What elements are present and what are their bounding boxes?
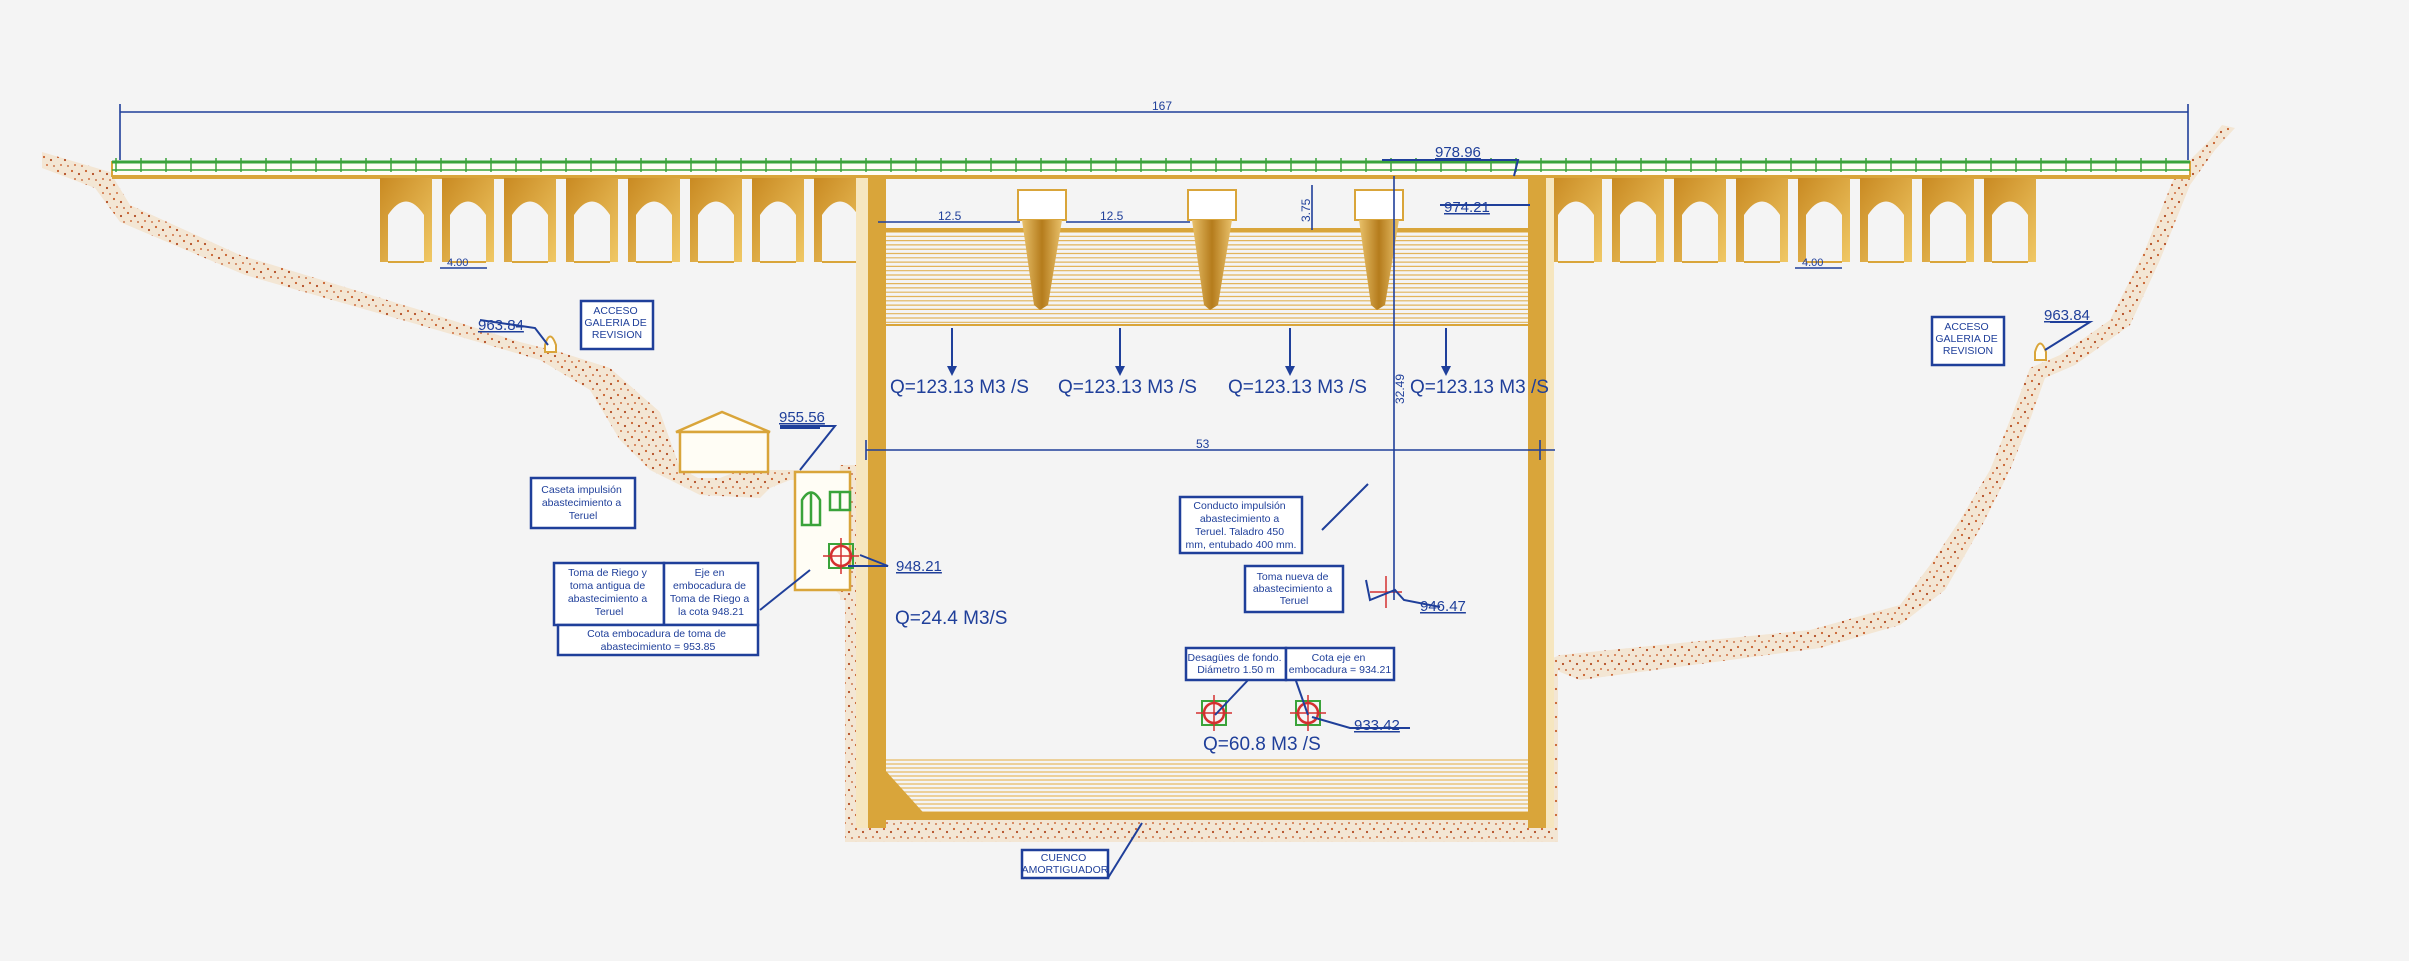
elev-spillway: 974.21 [1444,199,1490,216]
arch [1550,178,1602,263]
arch [1612,178,1664,263]
leader-lines [479,159,2094,879]
dim-dam-height: 32.49 [1393,374,1407,404]
flow-bottom: Q=60.8 M3 /S [1203,734,1321,755]
stilling-basin-box [1020,848,1110,880]
flow-arrow-head [1285,366,1295,376]
dim-total-length: 167 [1152,99,1172,113]
intake-windows [800,490,852,527]
bottom-outlets-label: Desagües de fondo. Diámetro 1.50 m [1188,652,1285,676]
arch [1674,178,1726,263]
intake-axis-box [662,561,760,627]
bottom-outlet-marker-1 [1196,695,1232,731]
arch-body [690,178,742,262]
arch-body [1860,178,1912,262]
basin-lines [886,759,1528,813]
elev-gallery-right: 963.84 [2044,307,2090,324]
elev-new-intake: 946.47 [1420,598,1466,615]
elev-gallery-left: 963.84 [478,317,524,334]
pier-1 [1022,220,1062,310]
arch [1798,178,1850,263]
irrigation-intake-label: Toma de Riego y toma antigua de abasteci… [568,567,650,618]
elev-crest: 978.96 [1435,144,1481,161]
arch-body [1922,178,1974,262]
arch-body [1612,178,1664,262]
pier-3 [1359,220,1399,310]
dim-gate-span-1: 12.5 [938,209,962,223]
pier-2 [1192,220,1232,310]
arch-body [1736,178,1788,262]
arch [566,178,618,263]
dim-gate-span-2: 12.5 [1100,209,1124,223]
gallery-left-label: ACCESO GALERIA DE REVISION [584,305,649,341]
arch-body [442,178,494,262]
intake-mouth-label: Cota embocadura de toma de abastecimient… [587,628,729,653]
new-intake-box [1243,564,1345,614]
outlet-axis-label: Cota eje en embocadura = 934.21 [1289,652,1392,676]
flow-bay-2: Q=123.13 M3 /S [1058,377,1197,398]
gallery-right-box [1930,315,2006,367]
flow-bay-3: Q=123.13 M3 /S [1228,377,1367,398]
arch-body [1674,178,1726,262]
flow-bay-4: Q=123.13 M3 /S [1410,377,1549,398]
arch-body [1984,178,2036,262]
arch [814,178,866,263]
dim-arch-width-right: 4.00 [1802,257,1823,269]
arch-body [380,178,432,262]
arch-body [566,178,618,262]
gallery-left-box [579,299,655,351]
gallery-access-left [544,335,557,353]
arch [380,178,432,263]
dimension-lines [119,104,2189,600]
arch-body [504,178,556,262]
arch [752,178,804,263]
arch [1922,178,1974,263]
arch-body [814,178,866,262]
arch-body [752,178,804,262]
gallery-access-right [2034,342,2047,361]
conduit-box [1178,495,1304,555]
pump-house-box [529,476,637,530]
arch [1860,178,1912,263]
dim-arch-width-left: 4.00 [447,257,468,269]
conduit-label: Conducto impulsión abastecimiento a Teru… [1186,500,1297,551]
intake-mouth-box [556,623,760,657]
elev-bottom-outlet: 933.42 [1354,717,1400,734]
outlet-axis-box [1284,646,1396,682]
flow-arrow-head [947,366,957,376]
arch-body [1798,178,1850,262]
dim-pier-height: 3.75 [1299,198,1313,222]
arch-gallery [380,178,2036,263]
arch [442,178,494,263]
terrain-left [42,152,808,498]
flow-bay-1: Q=123.13 M3 /S [890,377,1029,398]
railing-posts [115,158,2167,172]
new-intake-label: Toma nueva de abastecimiento a Teruel [1253,571,1335,607]
arch [628,178,680,263]
crest-deck [111,158,2191,177]
pump-house-label: Caseta impulsión abastecimiento a Teruel [541,484,624,522]
stilling-basin-label: CUENCO AMORTIGUADOR [1022,852,1109,876]
flow-intake: Q=24.4 M3/S [895,608,1007,629]
elev-irrigation-intake: 948.21 [896,558,942,575]
flow-arrows [947,328,1451,376]
arch-body [1550,178,1602,262]
arch-body [628,178,680,262]
flow-arrow-head [1115,366,1125,376]
basin-foundation [795,465,1558,842]
elev-pump-house: 955.56 [779,409,825,426]
arch [690,178,742,263]
gallery-right-label: ACCESO GALERIA DE REVISION [1935,321,2000,357]
intake-axis-label: Eje en embocadura de Toma de Riego a la … [670,567,752,618]
spillway-structure [856,178,1554,828]
arch [504,178,556,263]
arch [1984,178,2036,263]
arch [1736,178,1788,263]
flow-arrow-head [1441,366,1451,376]
intake-marker [823,538,859,574]
dim-spillway-width: 53 [1196,437,1210,451]
bottom-outlets-box [1184,646,1288,682]
